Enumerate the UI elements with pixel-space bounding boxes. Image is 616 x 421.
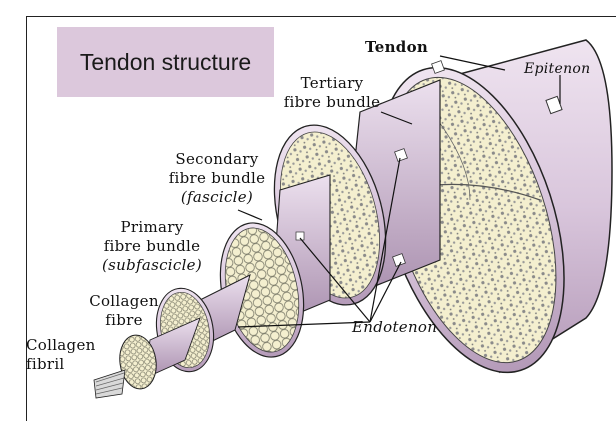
label-secondary-line1: Secondary <box>158 150 276 169</box>
label-secondary-line2: fibre bundle <box>158 169 276 188</box>
label-primary-line3: (subfascicle) <box>92 256 212 275</box>
label-primary-bundle: Primary fibre bundle (subfascicle) <box>92 218 212 275</box>
label-endotenon: Endotenon <box>352 318 437 337</box>
label-tertiary-line2: fibre bundle <box>282 93 382 112</box>
label-collagen-fibril: Collagen fibril <box>26 336 96 374</box>
collagen-fibril <box>94 370 125 398</box>
label-epitenon: Epitenon <box>524 60 590 79</box>
label-secondary-bundle: Secondary fibre bundle (fascicle) <box>158 150 276 207</box>
label-fibril-line1: Collagen <box>26 336 96 355</box>
label-fibre-line2: fibre <box>74 311 174 330</box>
label-secondary-line3: (fascicle) <box>158 188 276 207</box>
label-tertiary-line1: Tertiary <box>282 74 382 93</box>
label-tendon: Tendon <box>365 38 428 57</box>
label-tertiary-bundle: Tertiary fibre bundle <box>282 74 382 112</box>
label-fibre-line1: Collagen <box>74 292 174 311</box>
page-title: Tendon structure <box>57 27 274 97</box>
label-fibril-line2: fibril <box>26 355 96 374</box>
label-primary-line2: fibre bundle <box>92 237 212 256</box>
label-primary-line1: Primary <box>92 218 212 237</box>
label-collagen-fibre: Collagen fibre <box>74 292 174 330</box>
